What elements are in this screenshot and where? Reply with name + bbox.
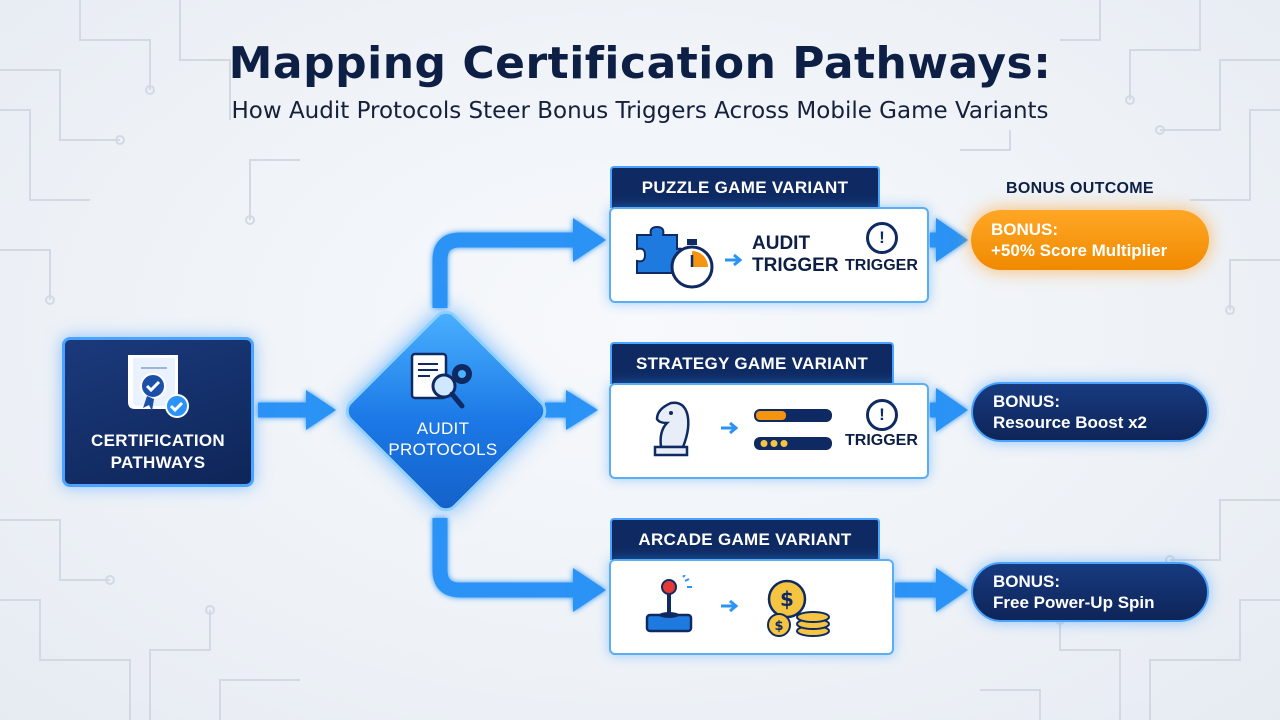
arcade-variant-card[interactable]: $ $	[609, 559, 894, 655]
puzzle-step-line1: AUDIT	[752, 233, 811, 254]
arrowhead-strategy	[566, 390, 598, 430]
svg-text:$: $	[780, 587, 794, 611]
certification-label-line1: CERTIFICATION	[91, 431, 225, 450]
bonus-pill-power-up-spin[interactable]: BONUS: Free Power-Up Spin	[971, 562, 1209, 622]
joystick-icon	[645, 575, 693, 633]
strategy-variant-tab[interactable]: STRATEGY GAME VARIANT	[610, 342, 894, 384]
arrowhead-arcade	[573, 568, 606, 612]
page-subtitle: How Audit Protocols Steer Bonus Triggers…	[231, 98, 1049, 124]
strategy-trigger-label: TRIGGER	[845, 432, 918, 449]
audit-label-line1: AUDIT	[416, 419, 470, 438]
arrow-audit-to-arcade	[432, 518, 575, 598]
page-title: Mapping Certification Pathways:	[228, 38, 1052, 89]
chess-knight-icon	[653, 401, 690, 457]
certification-label-line2: PATHWAYS	[110, 453, 206, 472]
arrow-right-icon	[721, 599, 739, 613]
svg-text:$: $	[774, 619, 783, 634]
arrowhead-cert	[306, 390, 336, 430]
document-magnifier-gear-icon	[410, 352, 472, 409]
bonus-pill-resource-boost[interactable]: BONUS: Resource Boost x2	[971, 382, 1209, 442]
arcade-variant-tab[interactable]: ARCADE GAME VARIANT	[610, 518, 880, 560]
strategy-variant-card[interactable]: ! TRIGGER	[609, 383, 929, 479]
bonus-label: BONUS:	[991, 220, 1059, 239]
bonus-label: BONUS:	[993, 392, 1061, 411]
bonus-value: Resource Boost x2	[993, 413, 1147, 432]
alert-icon: !	[866, 222, 898, 254]
bonus-value: +50% Score Multiplier	[991, 241, 1168, 260]
stopwatch-icon	[670, 239, 714, 289]
arrowhead-puzzle	[573, 218, 606, 262]
progress-bars-icon	[754, 409, 832, 450]
puzzle-step-line2: TRIGGER	[752, 255, 839, 276]
puzzle-variant-card[interactable]: AUDIT TRIGGER ! TRIGGER	[609, 207, 929, 303]
bonus-label: BONUS:	[993, 572, 1061, 591]
arrow-right-icon	[725, 253, 743, 267]
puzzle-trigger-label: TRIGGER	[845, 257, 918, 274]
arrow-audit-to-puzzle	[432, 232, 575, 308]
bonus-outcome-heading: BONUS OUTCOME	[1006, 180, 1154, 197]
audit-protocols-label: AUDIT PROTOCOLS	[353, 418, 533, 460]
arrowhead-bonus-2	[936, 388, 968, 432]
alert-icon: !	[866, 399, 898, 431]
bonus-pill-score-multiplier[interactable]: BONUS: +50% Score Multiplier	[971, 210, 1209, 270]
certification-label: CERTIFICATION PATHWAYS	[65, 430, 251, 474]
coin-stack-icon: $ $	[767, 579, 830, 637]
arrow-right-icon	[721, 421, 739, 435]
puzzle-audit-trigger-label: AUDIT TRIGGER	[752, 233, 839, 277]
puzzle-variant-tab[interactable]: PUZZLE GAME VARIANT	[610, 166, 880, 208]
audit-label-line2: PROTOCOLS	[388, 440, 498, 459]
certificate-scroll-icon	[128, 355, 189, 418]
certification-pathways-node[interactable]: CERTIFICATION PATHWAYS	[62, 337, 254, 487]
arrowhead-bonus-3	[936, 568, 968, 612]
arrowhead-bonus-1	[936, 218, 968, 262]
bonus-value: Free Power-Up Spin	[993, 593, 1155, 612]
